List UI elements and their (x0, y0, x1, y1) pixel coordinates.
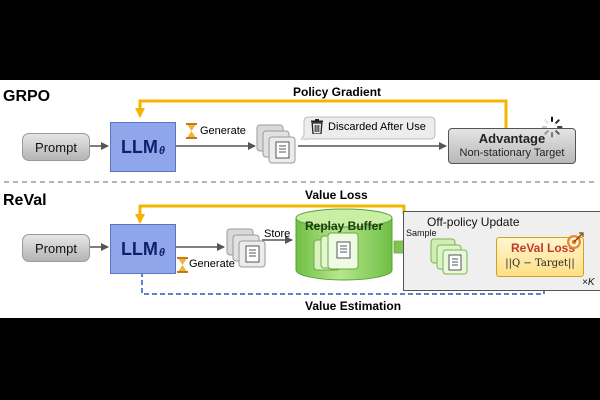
hourglass-icon (186, 123, 197, 139)
repeat-count-label: ×K (582, 277, 595, 288)
reval-loss-formula: ||Q − Target|| (505, 258, 575, 269)
offpolicy-label: Off-policy Update (427, 215, 520, 229)
discard-callout (300, 116, 436, 140)
reval-generate-label: Generate (189, 258, 235, 270)
grpo-policy-gradient-label: Policy Gradient (293, 85, 382, 99)
grpo-title: GRPO (3, 88, 51, 105)
reval-value-loss-label: Value Loss (305, 188, 368, 202)
reval-prompt-label: Prompt (35, 240, 77, 256)
grpo-generate-label: Generate (200, 125, 246, 137)
document-stack-icon (226, 228, 266, 268)
advantage-subtitle: Non-stationary Target (459, 147, 565, 159)
reval-value-estimation-arrow (141, 272, 548, 295)
trash-icon (311, 119, 323, 134)
replay-buffer-label: Replay Buffer (304, 219, 384, 233)
grpo-llm-subscript: θ (158, 145, 166, 157)
target-icon (567, 232, 584, 249)
grpo-policy-gradient-arrow (135, 99, 508, 128)
grpo-llm-label: LLM (120, 136, 158, 157)
sample-label: Sample (406, 228, 437, 238)
advantage-title: Advantage (478, 131, 546, 146)
grpo-prompt-label: Prompt (35, 139, 77, 155)
document-stack-icon (256, 124, 296, 164)
reval-prompt-box: Prompt (22, 234, 90, 262)
grpo-prompt-box: Prompt (22, 133, 90, 161)
reval-loss-title: ReVal Loss (511, 241, 576, 255)
document-stack-icon (430, 238, 468, 275)
hourglass-icon (177, 257, 188, 273)
discard-label: Discarded After Use (328, 121, 426, 133)
reval-title: ReVal (3, 192, 47, 209)
replay-buffer-cylinder (295, 208, 393, 281)
reval-llm-label: LLM (120, 238, 158, 259)
store-label: Store (264, 228, 291, 240)
value-estimation-label: Value Estimation (305, 299, 402, 313)
reval-llm-subscript: θ (158, 247, 166, 259)
advantage-box: Advantage Non-stationary Target (448, 128, 576, 164)
reval-value-loss-arrow (135, 204, 406, 224)
spinner-icon (541, 116, 563, 138)
